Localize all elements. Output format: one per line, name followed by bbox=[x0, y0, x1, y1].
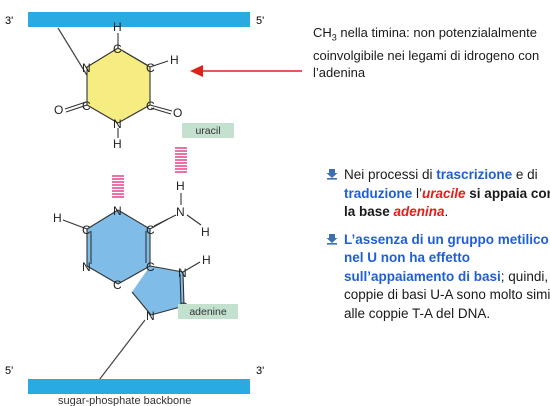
atom-label: O bbox=[54, 103, 63, 117]
atom-label: H bbox=[170, 53, 179, 67]
adenine-six-ring bbox=[87, 210, 150, 284]
uracil-label-box bbox=[182, 123, 234, 138]
caption-ch: CH bbox=[313, 25, 332, 40]
atom-label: H bbox=[113, 20, 122, 34]
atom-label: N bbox=[146, 309, 155, 323]
atom-label: C bbox=[82, 223, 91, 237]
atom-label: H bbox=[113, 137, 122, 151]
bullet-list: Nei processi di trascrizione e di traduz… bbox=[326, 166, 550, 332]
bullet1-adenina: adenina bbox=[393, 204, 445, 219]
atom-label: H bbox=[201, 225, 210, 239]
bullet1-traduzione: traduzione bbox=[344, 185, 413, 201]
atom-label: N bbox=[82, 61, 91, 75]
adenine-five-ring bbox=[132, 266, 184, 315]
top-backbone-bar bbox=[28, 12, 250, 27]
atom-label: N bbox=[82, 260, 91, 274]
bullet1-trascrizione: trascrizione bbox=[436, 167, 513, 182]
atom-label: C bbox=[113, 278, 122, 292]
bottom-strand-right-end: 3' bbox=[256, 365, 264, 377]
adenine-label-box bbox=[178, 304, 238, 319]
bottom-glycosidic-bond bbox=[95, 319, 146, 385]
bullet2-emphasis: L’assenza di un gruppo metilico nel U no… bbox=[344, 231, 549, 284]
bullet1-text-c: e di bbox=[512, 167, 538, 182]
hydrogen-bond bbox=[112, 175, 124, 198]
top-strand-left-end: 3' bbox=[5, 15, 13, 27]
atom-label: O bbox=[173, 106, 182, 120]
uracil-ring bbox=[87, 48, 150, 123]
arrow-down-bullet-icon bbox=[326, 169, 338, 180]
atom-label: H bbox=[176, 179, 185, 193]
hydrogen-bond bbox=[175, 147, 187, 173]
atom-label: C bbox=[146, 61, 155, 75]
ch3-caption: CH3 nella timina: non potenzialalmente c… bbox=[313, 24, 549, 81]
bullet-item: Nei processi di trascrizione e di traduz… bbox=[326, 166, 550, 222]
bullet2-text: ; quindi, le coppie di basi U-A sono mol… bbox=[344, 268, 550, 321]
atom-label: C bbox=[146, 99, 155, 113]
uracil-label: uracil bbox=[195, 125, 220, 137]
arrow-down-bullet-icon bbox=[326, 233, 338, 245]
caption-sub: 3 bbox=[331, 32, 337, 43]
bullet1-text-g: si appaia con la base bbox=[344, 185, 550, 220]
bullet-item: L’assenza di un gruppo metilico nel U no… bbox=[326, 231, 550, 324]
caption-text: nella timina: non potenzialalmente coinv… bbox=[313, 25, 540, 80]
bottom-strand-left-end: 5' bbox=[5, 365, 13, 377]
atom-label: C bbox=[146, 223, 155, 237]
atom-label: C bbox=[146, 260, 155, 274]
bottom-backbone-bar bbox=[28, 379, 250, 394]
atom-label: N bbox=[176, 205, 185, 219]
top-strand-right-end: 5' bbox=[256, 15, 264, 27]
atom-label: N bbox=[113, 117, 122, 131]
atom-label: H bbox=[202, 253, 211, 267]
base-pair-diagram: 3' 5' H C C H C O N H C O N uracil bbox=[5, 12, 302, 406]
bullet1-text-e: l’ bbox=[412, 185, 423, 201]
atom-label: N bbox=[178, 266, 187, 280]
atom-label: H bbox=[53, 211, 62, 225]
backbone-label: sugar-phosphate backbone bbox=[58, 395, 191, 406]
bullet1-uracile: uracile bbox=[422, 185, 466, 201]
bullet1-text-a: Nei processi di bbox=[344, 167, 437, 182]
atom-label: N bbox=[113, 204, 122, 218]
atom-label: C bbox=[113, 42, 122, 56]
bullet1-text-i: . bbox=[444, 204, 449, 219]
pointer-arrowhead bbox=[190, 65, 203, 77]
atom-label: C bbox=[82, 99, 91, 113]
adenine-label: adenine bbox=[189, 306, 227, 318]
